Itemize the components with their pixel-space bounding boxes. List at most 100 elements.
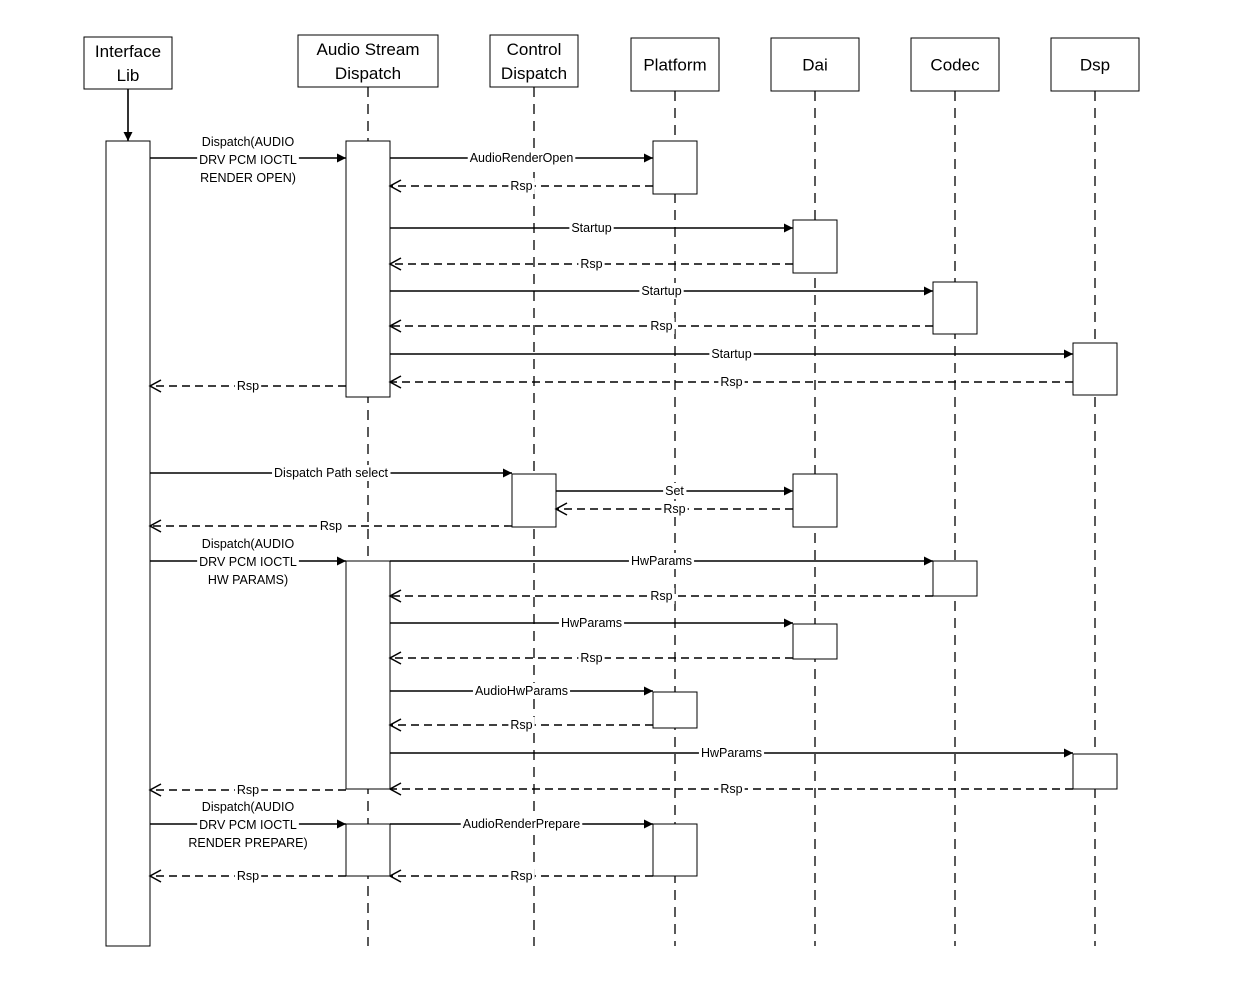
message-label: Startup — [711, 347, 751, 361]
message-label: Rsp — [663, 502, 685, 516]
message-label: Rsp — [510, 718, 532, 732]
activation-bar-dsp — [1072, 753, 1118, 790]
message-call: HwParams — [390, 553, 933, 569]
label-background — [272, 465, 391, 481]
message-return: Rsp — [388, 868, 653, 884]
return-arrowhead — [388, 179, 402, 193]
activation-bar-audio-stream-dispatch — [345, 560, 391, 790]
message-return: Rsp — [388, 318, 933, 334]
message-return: Rsp — [388, 178, 653, 194]
label-background — [197, 817, 299, 833]
message-return: Rsp — [388, 650, 793, 666]
participant-box-control-dispatch — [489, 34, 579, 88]
message-return: Rsp — [148, 782, 346, 798]
message-label: DRV PCM IOCTL — [199, 818, 297, 832]
activation-bar-dsp — [1072, 342, 1118, 396]
message-label: Rsp — [237, 783, 259, 797]
participant-dai: Dai — [770, 37, 860, 92]
participant-label: Codec — [930, 56, 980, 75]
message-label: Rsp — [650, 589, 672, 603]
message-label: Startup — [641, 284, 681, 298]
label-background — [661, 501, 688, 517]
return-arrowhead — [388, 319, 402, 333]
label-background — [460, 816, 583, 832]
message-label: Startup — [571, 221, 611, 235]
label-background — [628, 553, 695, 569]
message-label: DRV PCM IOCTL — [199, 153, 297, 167]
participant-box-audio-stream-dispatch — [297, 34, 439, 88]
label-background — [467, 150, 576, 166]
activation-bar-interface-lib — [105, 140, 151, 947]
message-label: Rsp — [650, 319, 672, 333]
return-arrowhead — [388, 651, 402, 665]
activation-bars — [105, 140, 1118, 947]
message-call: Dispatch Path select — [150, 465, 512, 481]
label-background — [718, 374, 745, 390]
participant-box-codec — [910, 37, 1000, 92]
participant-codec: Codec — [910, 37, 1000, 92]
participant-label: Audio Stream — [317, 40, 420, 59]
activation-bar-codec — [932, 560, 978, 597]
label-background — [234, 868, 262, 884]
message-label: RENDER OPEN) — [200, 171, 296, 185]
label-background — [663, 483, 687, 499]
activation-bar-audio-stream-dispatch — [345, 823, 391, 877]
label-background — [205, 572, 291, 588]
return-arrowhead — [148, 379, 162, 393]
participant-box-interface-lib — [83, 36, 173, 90]
message-label: HwParams — [701, 746, 762, 760]
label-background — [508, 868, 535, 884]
label-background — [234, 378, 262, 394]
message-call: Dispatch(AUDIO DRV PCM IOCTL HW PARAMS) — [150, 536, 346, 588]
message-call: AudioRenderOpen — [390, 150, 653, 166]
label-background — [199, 536, 297, 552]
message-label: Set — [665, 484, 684, 498]
label-background — [197, 554, 299, 570]
message-label: HW PARAMS) — [208, 573, 288, 587]
message-call: Dispatch(AUDIO DRV PCM IOCTL RENDER PREPAR… — [150, 799, 346, 851]
participant-label: Dispatch — [501, 64, 567, 83]
message-label: Dispatch(AUDIO — [202, 537, 295, 551]
message-return: Rsp — [148, 518, 512, 534]
activation-bar-platform — [652, 823, 698, 877]
participant-label: Interface — [95, 42, 161, 61]
participant-label: Platform — [643, 56, 706, 75]
message-return: Rsp — [388, 374, 1073, 390]
message-return: Rsp — [148, 378, 346, 394]
label-background — [197, 152, 299, 168]
label-background — [648, 318, 675, 334]
message-return: Rsp — [388, 256, 793, 272]
message-label: Dispatch(AUDIO — [202, 800, 295, 814]
message-label: DRV PCM IOCTL — [199, 555, 297, 569]
participant-box-dsp — [1050, 37, 1140, 92]
activation-bar-audio-stream-dispatch — [345, 140, 391, 398]
message-label: Rsp — [320, 519, 342, 533]
return-arrowhead — [388, 257, 402, 271]
message-return: Rsp — [388, 717, 653, 733]
label-background — [639, 283, 684, 299]
message-label: Rsp — [510, 869, 532, 883]
label-background — [199, 134, 297, 150]
label-background — [508, 178, 535, 194]
message-call: HwParams — [390, 745, 1073, 761]
label-background — [648, 588, 675, 604]
message-label: Rsp — [580, 257, 602, 271]
participant-label: Dsp — [1080, 56, 1110, 75]
message-label: Rsp — [720, 375, 742, 389]
return-arrowhead — [148, 869, 162, 883]
activation-bar-platform — [652, 140, 698, 195]
message-label: RENDER PREPARE) — [188, 836, 307, 850]
message-call: Startup — [390, 220, 793, 236]
message-label: Dispatch Path select — [274, 466, 388, 480]
message-label: AudioRenderOpen — [470, 151, 574, 165]
message-label: Dispatch(AUDIO — [202, 135, 295, 149]
messages: Dispatch(AUDIO DRV PCM IOCTL RENDER OPEN) A… — [148, 134, 1073, 884]
message-label: AudioHwParams — [475, 684, 568, 698]
message-return: Rsp — [388, 781, 1073, 797]
label-background — [578, 650, 605, 666]
